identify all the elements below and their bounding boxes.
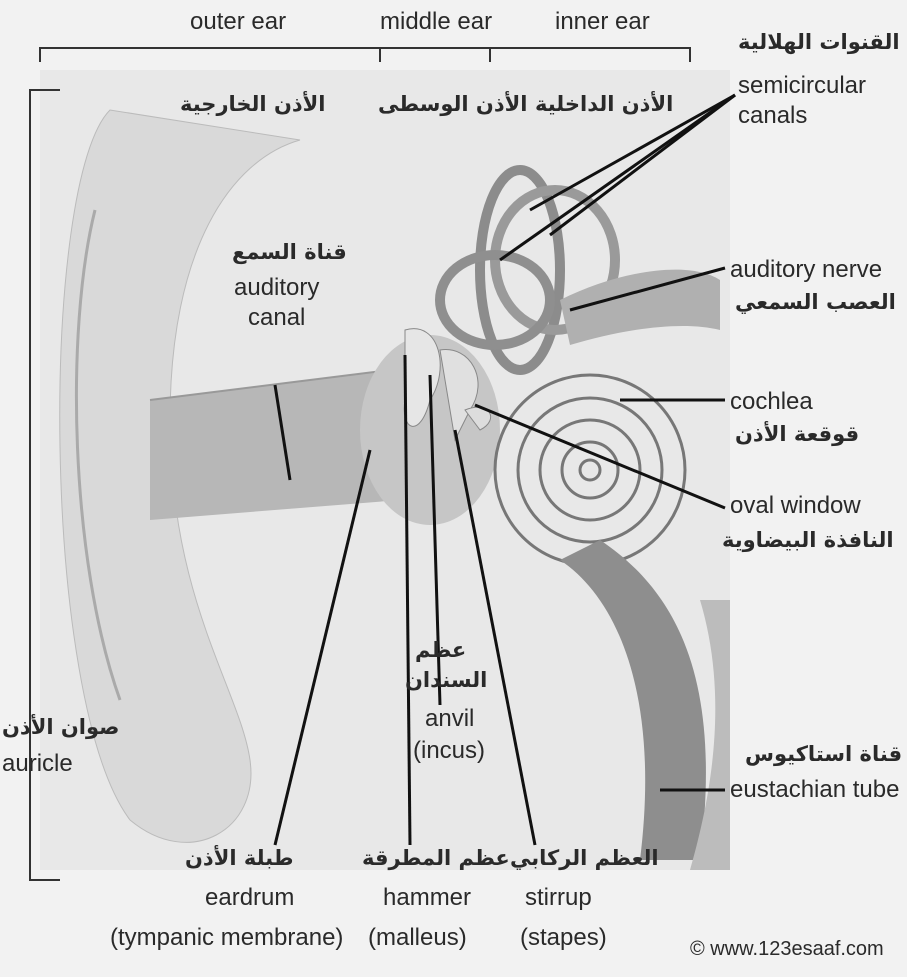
hammer-label-1: hammer (383, 884, 471, 912)
middle-ear-label: middle ear (380, 8, 492, 36)
middle-ear-arabic: الأذن الوسطى (378, 92, 527, 116)
auditory-nerve-arabic: العصب السمعي (735, 290, 896, 314)
stirrup-label-2: (stapes) (520, 924, 607, 952)
auricle-arabic: صوان الأذن (2, 715, 119, 739)
auditory-canal-label-2: canal (248, 304, 305, 332)
stirrup-label-1: stirrup (525, 884, 592, 912)
semicircular-label-1: semicircular (738, 72, 866, 100)
region-brackets (40, 48, 690, 62)
hammer-arabic: عظم المطرقة (362, 846, 510, 870)
auditory-canal-label-1: auditory (234, 274, 319, 302)
eardrum-label-2: (tympanic membrane) (110, 924, 343, 952)
eardrum-label-1: eardrum (205, 884, 294, 912)
anvil-arabic-1: عظم (415, 638, 466, 662)
eardrum-arabic: طبلة الأذن (185, 846, 294, 870)
inner-ear-arabic: الأذن الداخلية (535, 92, 673, 116)
auricle-label: auricle (2, 750, 73, 778)
cochlea-arabic: قوقعة الأذن (735, 422, 859, 446)
oval-window-arabic: النافذة البيضاوية (722, 528, 894, 552)
outer-ear-arabic: الأذن الخارجية (180, 92, 325, 116)
auditory-nerve-label: auditory nerve (730, 256, 882, 284)
semicircular-arabic: القنوات الهلالية (738, 30, 900, 54)
copyright-text: © www.123esaaf.com (690, 938, 884, 961)
outer-ear-label: outer ear (190, 8, 286, 36)
anvil-label-1: anvil (425, 705, 474, 733)
inner-ear-label: inner ear (555, 8, 650, 36)
anvil-arabic-2: السندان (405, 668, 487, 692)
oval-window-label: oval window (730, 492, 861, 520)
cochlea-label: cochlea (730, 388, 813, 416)
auditory-canal-arabic: قناة السمع (232, 240, 347, 264)
hammer-label-2: (malleus) (368, 924, 467, 952)
eustachian-arabic: قناة استاكيوس (745, 742, 902, 766)
eustachian-label: eustachian tube (730, 776, 899, 804)
semicircular-label-2: canals (738, 102, 807, 130)
stirrup-arabic: العظم الركابي (510, 846, 659, 870)
anvil-label-2: (incus) (413, 737, 485, 765)
